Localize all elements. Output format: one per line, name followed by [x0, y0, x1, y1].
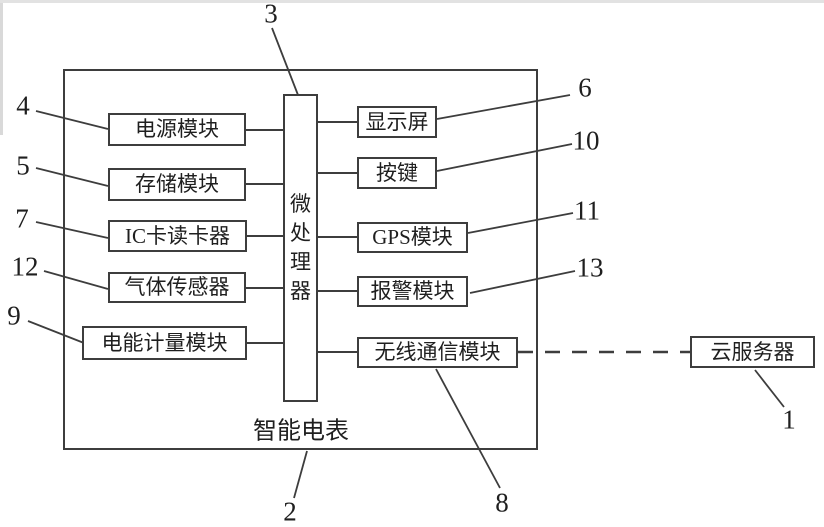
smart-meter-caption: 智能电表: [253, 418, 349, 445]
screenshot-top-edge: [0, 0, 824, 3]
gps-module-box: GPS模块: [357, 222, 468, 253]
ref-label-6: 6: [578, 72, 592, 103]
ref-label-12: 12: [11, 251, 39, 282]
ref-label-7: 7: [15, 203, 29, 234]
leader-ref-2: [293, 450, 308, 499]
screenshot-left-edge: [0, 3, 3, 135]
leader-ref-5: [35, 167, 109, 187]
power-module-box: 电源模块: [108, 113, 246, 146]
ref-label-2: 2: [283, 496, 297, 527]
leader-ref-9: [27, 320, 85, 344]
leader-ref-4: [35, 110, 109, 130]
leader-ref-6: [436, 94, 571, 120]
ref-label-3: 3: [264, 0, 278, 29]
ref-label-5: 5: [16, 150, 30, 181]
ref-label-10: 10: [572, 125, 600, 156]
cloud-server-box: 云服务器: [690, 336, 815, 368]
leader-ref-1: [754, 369, 785, 408]
leader-ref-13: [469, 270, 576, 294]
ref-label-1: 1: [782, 404, 796, 435]
microprocessor-box: 微处理器: [283, 94, 318, 402]
wireless-comm-module-box: 无线通信模块: [357, 337, 518, 368]
ref-label-11: 11: [574, 195, 600, 226]
gas-sensor-box: 气体传感器: [108, 272, 246, 303]
storage-module-box: 存储模块: [108, 168, 246, 201]
ref-label-4: 4: [16, 90, 30, 121]
alarm-module-box: 报警模块: [357, 276, 468, 307]
microprocessor-label: 微处理器: [290, 192, 311, 303]
leader-ref-10: [436, 143, 573, 172]
leader-ref-12: [43, 270, 109, 290]
leader-ref-7: [35, 221, 109, 239]
ref-label-8: 8: [495, 487, 509, 518]
ic-card-reader-box: IC卡读卡器: [108, 220, 247, 252]
smart-meter-boundary-box: [63, 69, 538, 450]
keypad-box: 按键: [357, 157, 437, 189]
ref-label-13: 13: [576, 252, 604, 283]
leader-ref-11: [467, 212, 574, 234]
ref-label-9: 9: [7, 300, 21, 331]
leader-ref-8: [435, 368, 501, 489]
leader-ref-3: [271, 27, 299, 96]
display-screen-box: 显示屏: [357, 106, 437, 138]
energy-metering-module-box: 电能计量模块: [82, 326, 247, 360]
